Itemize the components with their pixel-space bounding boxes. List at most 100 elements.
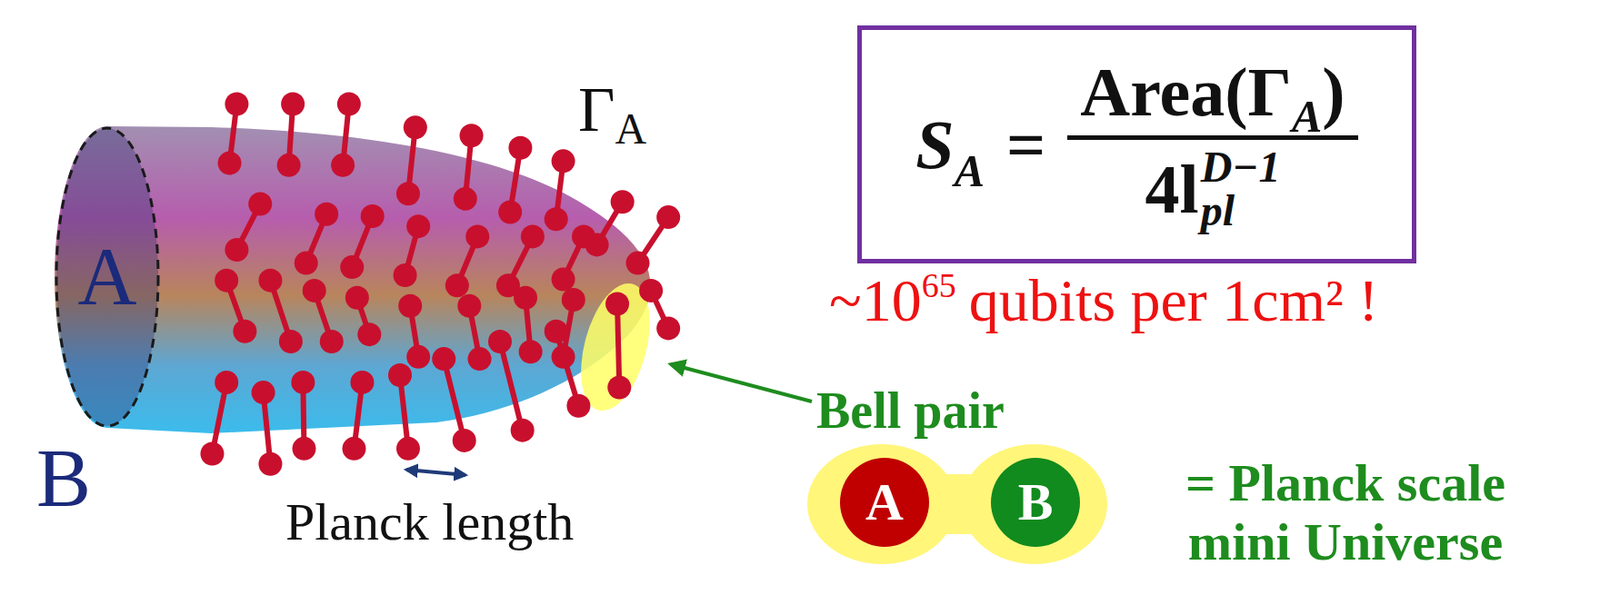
dumbbell-qubit: [406, 214, 430, 239]
dumbbell-qubit: [457, 294, 481, 319]
formula-symbol: S: [915, 106, 954, 183]
dumbbell-qubit: [519, 340, 543, 364]
surface-subscript: A: [614, 104, 647, 153]
dumbbell-qubit: [200, 441, 224, 466]
qubit-circle: B: [990, 457, 1081, 549]
dumbbell-qubit: [544, 207, 569, 231]
dumbbell-qubit: [320, 330, 344, 354]
dumbbell-qubit: [607, 376, 631, 400]
dumbbell-qubit: [345, 286, 370, 310]
dumbbell-qubit: [280, 91, 305, 116]
formula-box: SA=Area(ΓA)4lD−1pl: [857, 25, 1417, 264]
qubit-disc: [840, 458, 930, 548]
dumbbell-qubit: [258, 452, 282, 477]
dumbbell-qubit: [605, 291, 630, 316]
formula-text: 4l: [1145, 154, 1200, 224]
dumbbell-qubit: [498, 200, 522, 224]
formula-script-stack: D−1pl: [1200, 145, 1281, 233]
dumbbell-qubit: [360, 204, 385, 229]
dumbbell-qubit: [258, 269, 282, 293]
formula-denominator: 4lD−1pl: [1145, 140, 1281, 233]
mini-universe-label: = Planck scale mini Universe: [1145, 454, 1546, 573]
bell-pair-label: Bell pair: [816, 382, 1005, 440]
dumbbell-qubit: [290, 370, 315, 395]
dumbbell-qubit: [248, 191, 272, 216]
dumbbell-bond: [443, 359, 464, 441]
dumbbell-qubit: [330, 153, 355, 178]
qubit-label: A: [865, 476, 904, 530]
dumbbell-qubit: [341, 437, 366, 461]
dumbbell-qubit: [513, 286, 538, 310]
dumbbell-qubit: [510, 419, 535, 443]
formula-equals: =: [1006, 110, 1046, 180]
density-exponent: 65: [921, 266, 957, 305]
dumbbell-qubit: [520, 224, 545, 249]
region-ellipse: A: [54, 126, 160, 429]
dumbbell-bond: [617, 303, 620, 388]
dumbbell-qubit: [396, 181, 420, 206]
dumbbell-qubit: [232, 320, 257, 344]
bell-pairs: [200, 91, 680, 476]
dumbbell-bond: [500, 341, 523, 431]
dumbbell-qubit: [350, 370, 374, 395]
mini-universe-blob: [807, 444, 1108, 565]
dumbbell-qubit: [251, 380, 276, 405]
dumbbell-qubit: [357, 322, 381, 347]
dumbbell-qubit: [561, 288, 586, 312]
dumbbell-qubit: [337, 91, 361, 116]
planck-length-caption: Planck length: [285, 496, 574, 550]
qubit-label: B: [1018, 476, 1054, 530]
planck-length-arrow: [406, 470, 466, 476]
qubit-density-note: ~1065qubits per 1cm² !: [829, 270, 1379, 331]
dumbbell-qubit: [626, 251, 650, 276]
dumbbell-qubit: [571, 224, 596, 249]
dumbbell-qubit: [302, 279, 327, 303]
bell-pair-caption: Bell pair: [816, 385, 1005, 437]
dumbbell-qubit: [396, 437, 420, 461]
surface-label: ΓA: [578, 78, 647, 142]
dumbbell-qubit: [291, 437, 316, 461]
formula-superscript: D−1: [1200, 145, 1281, 190]
dumbbell-qubit: [224, 91, 249, 116]
formula-subscript: A: [954, 145, 985, 197]
dumbbell-qubit: [218, 151, 242, 176]
surface-symbol: Γ: [578, 74, 615, 145]
dumbbell-qubit: [508, 136, 532, 160]
region-label: B: [36, 438, 91, 520]
density-number: ~10: [829, 267, 922, 334]
formula-subscript: pl: [1200, 189, 1281, 233]
dumbbell-qubit: [460, 123, 484, 148]
dumbbell-qubit: [431, 347, 456, 371]
dumbbell-qubit: [294, 251, 319, 276]
dumbbell-qubit: [224, 238, 249, 262]
boundary-plane: BA: [0, 0, 219, 595]
dumbbell-qubit: [314, 202, 339, 227]
dumbbell-qubit: [445, 273, 470, 298]
dumbbell-qubit: [214, 269, 239, 293]
dumbbell-qubit: [398, 294, 422, 319]
dumbbell-qubit: [566, 394, 590, 419]
dumbbell-qubit: [468, 347, 492, 371]
qubit-disc: [990, 458, 1080, 548]
mini-universe-caption: = Planck scale mini Universe: [1145, 454, 1546, 573]
dumbbell-qubit: [406, 345, 430, 370]
pointer-arrow: [670, 364, 812, 402]
dumbbell-qubit: [656, 205, 680, 230]
qubit-circle: A: [839, 457, 930, 549]
dumbbell-qubit: [551, 149, 576, 173]
dumbbell-qubit: [453, 187, 478, 211]
formula-lhs: SA: [915, 110, 985, 180]
formula-subscript: A: [1291, 90, 1322, 142]
formula-fraction: Area(ΓA)4lD−1pl: [1067, 57, 1358, 233]
dumbbell-qubit: [656, 316, 680, 340]
entanglement-tube: [54, 126, 651, 434]
dumbbell-qubit: [279, 330, 303, 354]
dumbbell-qubit: [403, 115, 428, 140]
dumbbell-qubit: [465, 224, 490, 249]
dumbbell-qubit: [277, 153, 301, 178]
dumbbell-qubit: [551, 268, 576, 292]
dumbbell-qubit: [488, 330, 512, 354]
dumbbell-qubit: [610, 190, 635, 214]
dumbbell-qubit: [388, 363, 412, 388]
